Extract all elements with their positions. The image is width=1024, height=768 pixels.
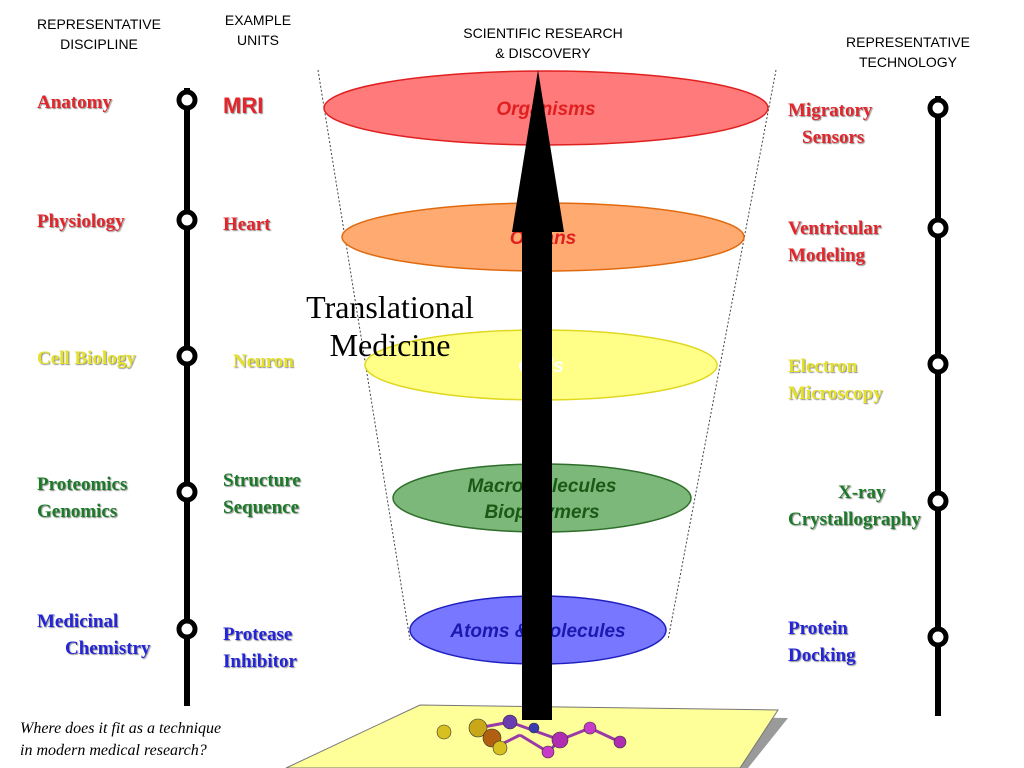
- discipline-line: Proteomics: [37, 474, 128, 495]
- header-units: EXAMPLE UNITS: [200, 10, 316, 50]
- header-technology: REPRESENTATIVE TECHNOLOGY: [818, 32, 998, 72]
- base-plate: [285, 704, 779, 768]
- header-units-line-1: EXAMPLE: [224, 12, 292, 28]
- technology-line: Docking: [788, 645, 856, 666]
- discipline-line: Cell Biology: [37, 348, 136, 369]
- discipline-line: Anatomy: [37, 92, 112, 113]
- unit-line: Inhibitor: [223, 651, 297, 672]
- discipline-line: Medicinal: [37, 611, 119, 632]
- header-discipline: REPRESENTATIVE DISCIPLINE: [14, 14, 184, 54]
- technology-timeline-node: [927, 490, 949, 512]
- discipline-timeline-node: [176, 89, 198, 111]
- caption-line-2: in modern medical research?: [20, 742, 207, 759]
- molecule-atom: [583, 721, 597, 735]
- discipline-line: Chemistry: [65, 638, 151, 659]
- molecule-atom: [528, 722, 540, 734]
- technology-line: Sensors: [802, 127, 865, 148]
- technology-line: Ventricular: [788, 218, 882, 239]
- molecule-atom: [551, 731, 569, 749]
- discipline-physiology: Physiology: [37, 208, 125, 235]
- technology-ventricular-modeling: Ventricular Modeling: [788, 215, 881, 269]
- unit-line: MRI: [223, 93, 264, 118]
- header-units-line-2: UNITS: [237, 32, 279, 48]
- discipline-timeline-node: [176, 481, 198, 503]
- translational-medicine-label: Translational Medicine: [280, 288, 500, 364]
- header-technology-line-2: TECHNOLOGY: [858, 54, 957, 70]
- discipline-cell-biology: Cell Biology: [37, 345, 136, 372]
- unit-neuron: Neuron: [233, 348, 294, 375]
- unit-protease-inhibitor: Protease Inhibitor: [223, 621, 297, 675]
- technology-protein-docking: Protein Docking: [788, 615, 856, 669]
- unit-line: Heart: [223, 214, 271, 235]
- unit-structure-sequence: Structure Sequence: [223, 467, 301, 521]
- header-research: SCIENTIFIC RESEARCH & DISCOVERY: [430, 23, 656, 63]
- unit-line: Sequence: [223, 497, 299, 518]
- arrow-label-line-1: Translational: [306, 289, 474, 325]
- technology-line: Protein: [788, 618, 848, 639]
- technology-line: Electron: [788, 356, 858, 377]
- caption: Where does it fit as a technique in mode…: [20, 718, 221, 762]
- arrow-label-line-2: Medicine: [329, 327, 451, 363]
- molecule-atom: [613, 735, 627, 749]
- technology-timeline-node: [927, 97, 949, 119]
- discipline-timeline-node: [176, 618, 198, 640]
- molecule-atom: [436, 724, 452, 740]
- technology-line: Modeling: [788, 245, 866, 266]
- level-label-organisms: Organisms: [496, 99, 595, 120]
- discipline-timeline-node: [176, 209, 198, 231]
- funnel-left-edge: [317, 69, 411, 641]
- header-discipline-line-2: DISCIPLINE: [60, 36, 138, 52]
- technology-line: Migratory: [788, 100, 873, 121]
- technology-line: X-ray: [838, 482, 886, 503]
- molecule-atom: [468, 718, 488, 738]
- header-research-line-1: SCIENTIFIC RESEARCH: [463, 25, 623, 41]
- technology-electron-microscopy: Electron Microscopy: [788, 353, 883, 407]
- molecule-model: [436, 714, 627, 759]
- discipline-line: Physiology: [37, 211, 125, 232]
- unit-line: Neuron: [233, 351, 294, 372]
- technology-line: Crystallography: [788, 509, 921, 530]
- discipline-anatomy: Anatomy: [37, 89, 112, 116]
- technology-timeline-node: [927, 217, 949, 239]
- unit-mri: MRI: [223, 92, 263, 119]
- translational-arrow: [512, 70, 564, 720]
- unit-line: Protease: [223, 624, 293, 645]
- discipline-medicinal-chemistry: Medicinal Chemistry: [37, 608, 150, 662]
- header-research-line-2: & DISCOVERY: [495, 45, 591, 61]
- unit-line: Structure: [223, 470, 301, 491]
- header-technology-line-1: REPRESENTATIVE: [846, 34, 970, 50]
- technology-timeline-node: [927, 626, 949, 648]
- discipline-timeline-node: [176, 345, 198, 367]
- molecule-atom: [502, 714, 518, 730]
- molecule-atom: [492, 740, 508, 756]
- technology-migratory-sensors: Migratory Sensors: [788, 97, 872, 151]
- molecule-atom: [541, 745, 555, 759]
- unit-heart: Heart: [223, 211, 270, 238]
- header-discipline-line-1: REPRESENTATIVE: [37, 16, 161, 32]
- funnel-right-edge: [667, 69, 777, 641]
- technology-line: Microscopy: [788, 383, 883, 404]
- caption-line-1: Where does it fit as a technique: [20, 720, 222, 737]
- technology-timeline-node: [927, 353, 949, 375]
- discipline-line: Genomics: [37, 501, 118, 522]
- discipline-proteomics-genomics: Proteomics Genomics: [37, 471, 127, 525]
- technology-xray-crystallography: X-ray Crystallography: [788, 479, 921, 533]
